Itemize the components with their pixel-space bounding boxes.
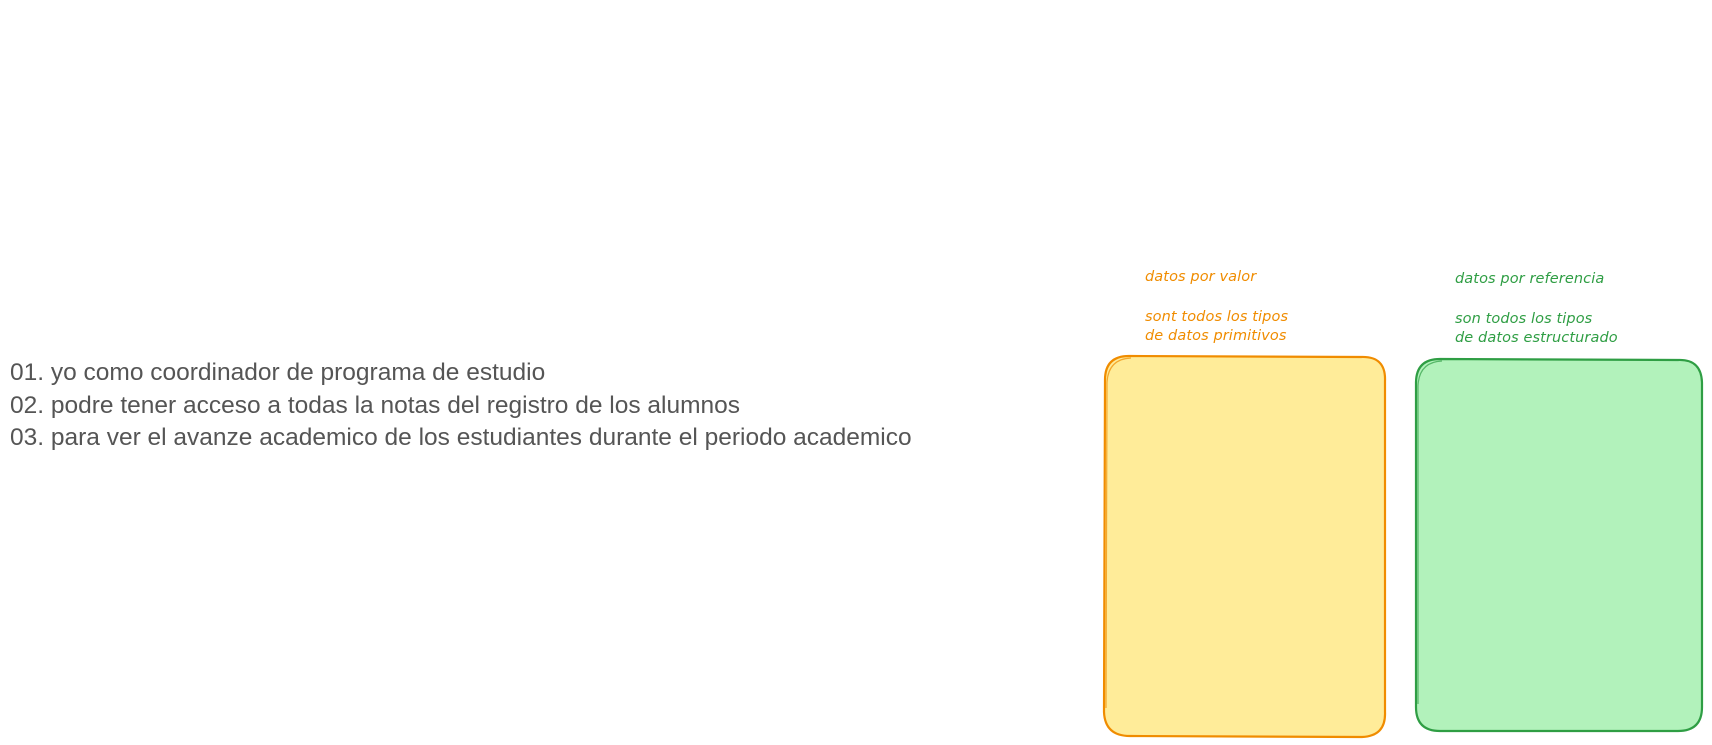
user-story-2: 02. podre tener acceso a todas la notas … <box>10 391 740 419</box>
reference-box-sketch-line <box>1417 360 1443 704</box>
reference-box-title: datos por referencia <box>1455 271 1605 287</box>
user-story-1: 01. yo como coordinador de programa de e… <box>10 359 546 386</box>
reference-box-description: son todos los tipos de datos estructurad… <box>1455 311 1618 346</box>
reference-box[interactable] <box>1414 357 1704 733</box>
value-box-title: datos por valor <box>1145 269 1257 285</box>
value-box-description: sont todos los tipos de datos primitivos <box>1145 309 1289 344</box>
user-story-3: 03. para ver el avanze academico de los … <box>10 424 912 451</box>
user-story-list: 01. yo como coordinador de programa de e… <box>10 357 912 455</box>
value-box[interactable] <box>1102 354 1387 739</box>
value-box-sketch-line <box>1105 357 1132 709</box>
